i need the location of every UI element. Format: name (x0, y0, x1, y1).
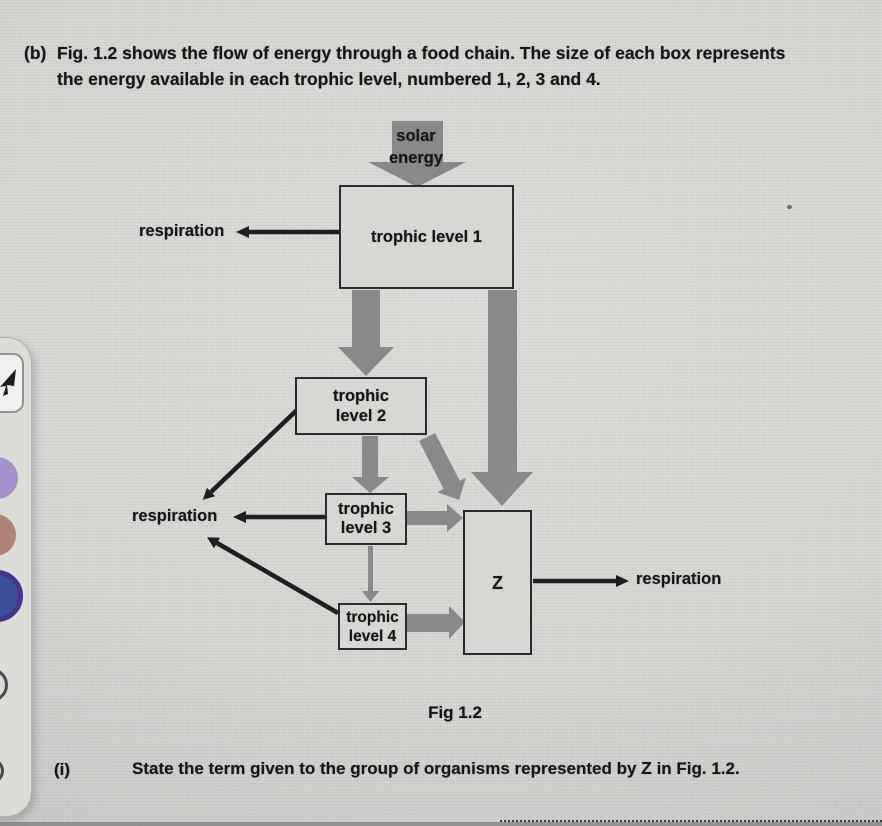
question-intro-line1: Fig. 1.2 shows the flow of energy throug… (57, 43, 786, 63)
photo-bottom-edge (0, 822, 882, 826)
respiration-lines (209, 229, 616, 615)
sub-question-number: (i) (54, 760, 71, 779)
arrow-level1-to-level2 (338, 290, 394, 376)
trophic-level-2-label-line1: trophic (333, 387, 389, 405)
trophic-level-4-box: trophic level 4 (338, 603, 407, 650)
cursor-tool-button[interactable] (0, 353, 24, 413)
arrowhead-z-respiration (616, 575, 629, 587)
z-box-label: Z (492, 572, 503, 593)
color-swatch-ring-large[interactable] (0, 668, 8, 702)
sub-question-text: State the term given to the group of org… (132, 758, 740, 779)
question-intro-line2: the energy available in each trophic lev… (57, 69, 601, 89)
trophic-level-2-box: trophic level 2 (295, 377, 427, 435)
trophic-level-3-box: trophic level 3 (325, 493, 407, 545)
solar-label-line2: energy (388, 148, 444, 167)
respiration-line-level4-diagonal (215, 541, 340, 615)
respiration-arrowheads (202, 226, 629, 587)
trophic-level-4-label-line2: level 4 (348, 627, 397, 645)
color-swatch-ring-small[interactable] (0, 758, 4, 784)
solar-energy-arrow (368, 121, 466, 187)
solar-energy-label: solar energy (370, 126, 462, 169)
cursor-icon (0, 369, 16, 396)
answer-dotted-line (500, 820, 882, 822)
trophic-level-1-box: trophic level 1 (339, 185, 514, 289)
respiration-label-top-left: respiration (139, 222, 225, 240)
color-swatch-purple[interactable] (0, 457, 18, 499)
respiration-label-right: respiration (636, 570, 722, 588)
gray-energy-arrows (338, 121, 533, 639)
trophic-level-1-label: trophic level 1 (371, 228, 482, 246)
respiration-line-level2-diagonal (209, 408, 299, 494)
question-part-label: (b) (24, 43, 47, 63)
arrowhead-level1-respiration (236, 226, 249, 238)
z-box: Z (463, 510, 532, 655)
dust-speck (787, 205, 792, 209)
color-swatch-blue-selected[interactable] (0, 570, 23, 622)
annotation-toolbar-panel (0, 337, 32, 817)
solar-label-line1: solar (396, 127, 436, 145)
arrowhead-level2-respiration (202, 487, 216, 500)
question-intro: Fig. 1.2 shows the flow of energy throug… (57, 40, 785, 92)
color-swatch-salmon[interactable] (0, 514, 16, 556)
arrow-level4-to-z (407, 606, 465, 639)
arrow-level1-to-z (471, 290, 533, 506)
arrow-level3-to-z (407, 504, 463, 532)
trophic-level-3-label-line1: trophic (338, 500, 394, 518)
figure-caption: Fig 1.2 (428, 703, 482, 722)
arrowhead-level4-respiration (207, 537, 220, 549)
sub-question-z-term: Z (641, 758, 652, 778)
trophic-level-2-label-line2: level 2 (335, 407, 387, 425)
arrow-level3-to-level4 (362, 546, 379, 602)
respiration-label-mid-left: respiration (132, 507, 218, 525)
arrowhead-level3-respiration (233, 511, 246, 523)
arrow-level2-to-level3 (352, 436, 389, 493)
trophic-level-3-label-line2: level 3 (340, 519, 392, 537)
sub-question-text-after-z: in Fig. 1.2. (651, 759, 740, 778)
sub-question-text-before-z: State the term given to the group of org… (132, 759, 642, 778)
trophic-level-4-label-line1: trophic (346, 608, 399, 626)
arrow-level2-to-z-diagonal (419, 433, 466, 500)
